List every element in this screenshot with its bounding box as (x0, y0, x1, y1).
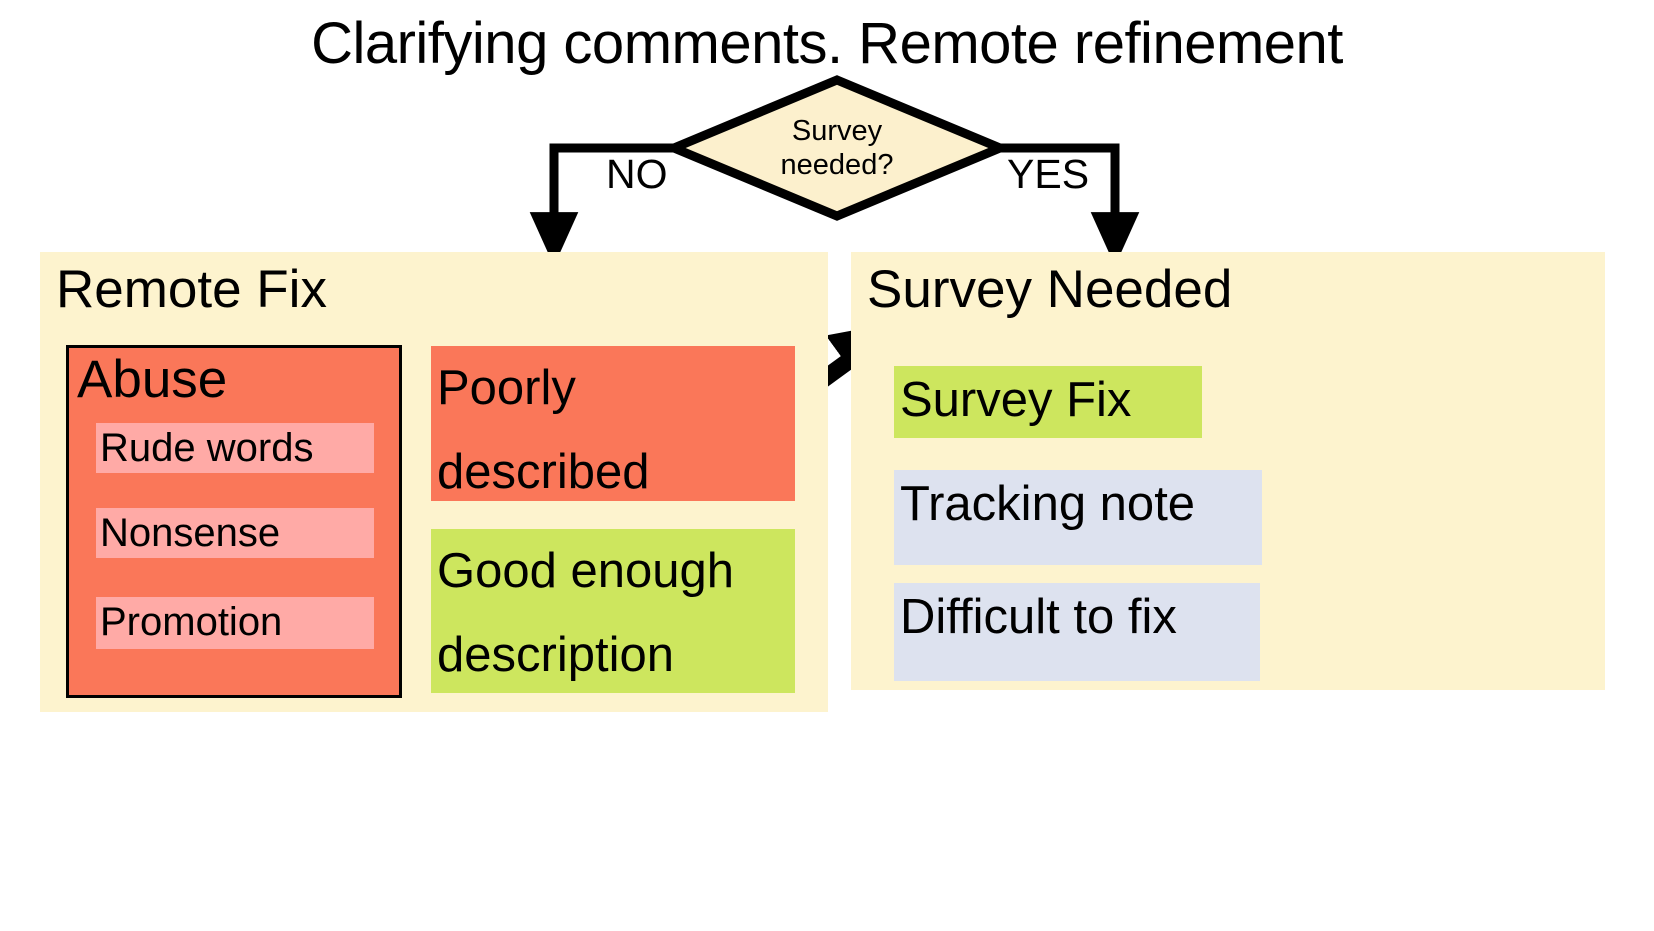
branch-label-no: NO (606, 151, 668, 197)
node-poorly-described-label: Poorly described (437, 346, 649, 514)
node-rude-words[interactable]: Rude words (96, 423, 374, 473)
node-good-enough-description-label: Good enough description (437, 529, 734, 697)
branch-label-yes: YES (1007, 151, 1090, 197)
node-difficult-to-fix[interactable]: Difficult to fix (894, 583, 1260, 681)
node-tracking-note-label: Tracking note (900, 477, 1196, 531)
decision-label-line1: Survey (791, 115, 883, 147)
panel-remote-fix-title: Remote Fix (56, 260, 327, 319)
node-nonsense[interactable]: Nonsense (96, 508, 374, 558)
node-good-enough-description-line2: description (437, 628, 674, 682)
node-poorly-described[interactable]: Poorly described (431, 346, 795, 501)
node-poorly-described-line2: described (437, 445, 650, 499)
node-abuse-label: Abuse (77, 350, 228, 409)
node-difficult-to-fix-label: Difficult to fix (900, 590, 1177, 644)
node-rude-words-label: Rude words (100, 426, 314, 470)
node-tracking-note[interactable]: Tracking note (894, 470, 1262, 565)
panel-survey-needed-title: Survey Needed (867, 260, 1233, 319)
node-poorly-described-line1: Poorly (437, 361, 576, 415)
decision-label-line2: needed? (780, 149, 894, 181)
node-promotion[interactable]: Promotion (96, 597, 374, 649)
node-survey-fix-label: Survey Fix (900, 373, 1132, 427)
node-survey-fix[interactable]: Survey Fix (894, 366, 1202, 438)
decision-label: Survey needed? (672, 78, 1002, 218)
node-good-enough-description-line1: Good enough (437, 544, 734, 598)
node-promotion-label: Promotion (100, 600, 283, 644)
node-nonsense-label: Nonsense (100, 511, 281, 555)
page-title: Clarifying comments. Remote refinement (311, 11, 1343, 76)
node-good-enough-description[interactable]: Good enough description (431, 529, 795, 693)
survey-needed-decision[interactable]: Survey needed? (672, 78, 1002, 218)
